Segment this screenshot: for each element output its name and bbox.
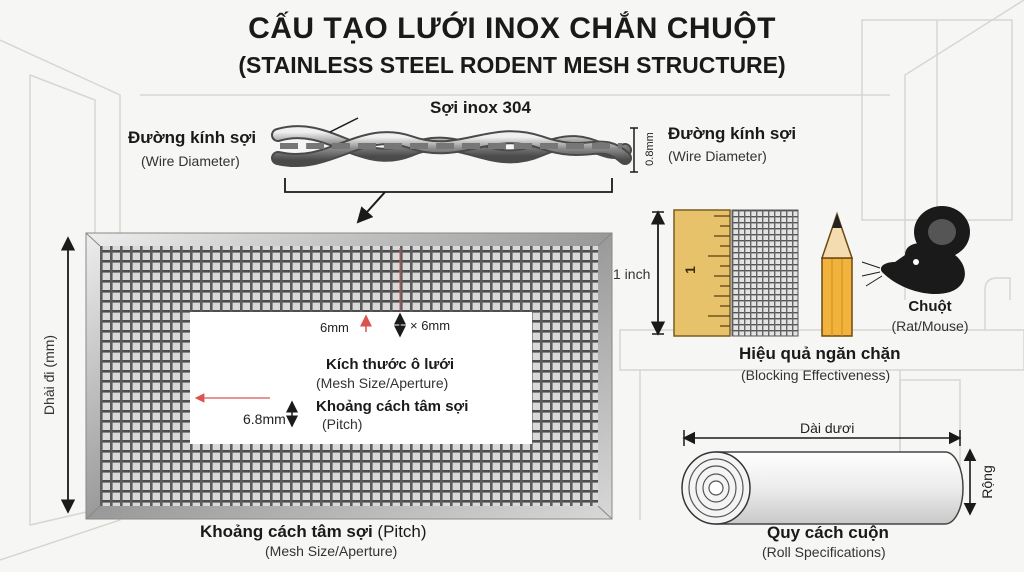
wire-diameter-label-left: Đường kính sợi [128,128,257,147]
wire-diameter-label-right-en: (Wire Diameter) [668,148,767,164]
wire-to-mesh-arrow [356,191,386,224]
pencil-icon [820,211,854,337]
twisted-wire [271,125,632,167]
wire-diameter-label-right: Đường kính sợi [668,124,797,143]
pitch-value: 6.8mm [243,411,286,427]
wire-diameter-label-left-en: (Wire Diameter) [141,153,240,169]
aperture-width-value: 6mm [320,320,349,335]
mesh-size-label-en: (Mesh Size/Aperture) [316,375,449,391]
panel-bottom-label-suffix: (Pitch) [377,522,427,541]
panel-bottom-label-en: (Mesh Size/Aperture) [265,543,398,559]
aperture-height-value: × 6mm [410,318,451,333]
ruler [673,209,731,337]
panel-length-label: Dhài đi (mm) [41,334,57,416]
wire-diameter-value: 0.8mm [644,132,656,166]
wire-length-bracket [284,178,613,193]
pitch-label: Khoảng cách tâm sợi [316,398,469,415]
ruler-number: 1 [682,266,698,274]
pitch-label-en: (Pitch) [322,416,363,432]
animal-label: Chuột [908,298,952,315]
wire-material-leader [329,117,359,133]
roll-width-label: Rộng [979,465,995,499]
roll-subtitle: (Roll Specifications) [762,544,886,560]
animal-label-en: (Rat/Mouse) [891,318,969,334]
rat-icon [861,206,970,294]
panel-bottom-label-vi: Khoảng cách tâm sợi [200,522,373,541]
mesh-panel [85,232,613,520]
wire-material-label: Sợi inox 304 [430,98,531,117]
panel-bottom-label: Khoảng cách tâm sợi (Pitch) [200,522,427,542]
mesh-sample [731,209,799,337]
effectiveness-subtitle: (Blocking Effectiveness) [741,367,891,383]
page-subtitle: (STAINLESS STEEL RODENT MESH STRUCTURE) [238,52,786,78]
effectiveness-title: Hiệu quả ngăn chặn [739,344,901,363]
inch-label: 1 inch [613,266,651,282]
roll-length-label: Dài dươi [800,420,855,436]
page-title: CẤU TẠO LƯỚI INOX CHẮN CHUỘT [248,12,776,45]
mesh-roll [681,451,964,525]
roll-title: Quy cách cuộn [767,523,889,542]
mesh-size-label: Kích thước ô lưới [326,356,455,373]
diameter-bracket [630,127,638,173]
